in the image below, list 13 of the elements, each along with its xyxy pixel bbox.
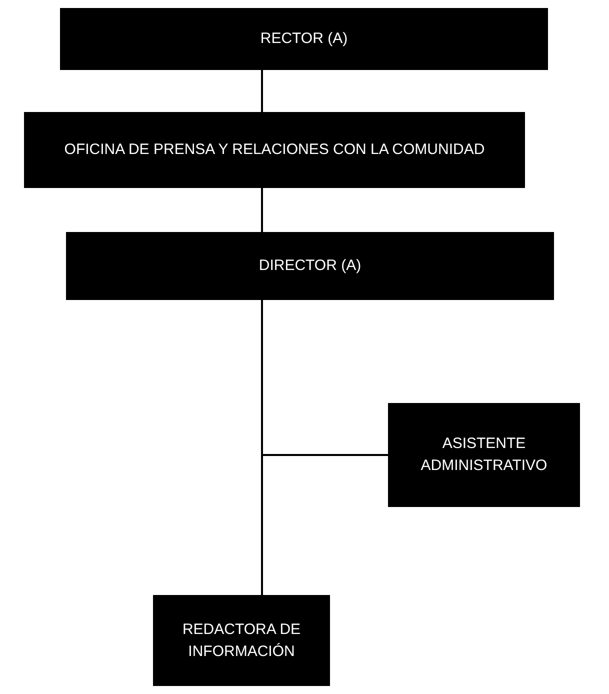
role-title: DIRECTOR (A) [258, 256, 362, 276]
role-title: OFICINA DE PRENSA Y RELACIONES CON LA COMUNIDAD [64, 140, 485, 160]
connector-line [261, 70, 263, 112]
org-box [153, 595, 330, 686]
role-title: ASISTENTE ADMINISTRATIVO [420, 434, 548, 476]
connector-line [261, 300, 263, 595]
role-title: REDACTORA DE INFORMACIÓN [181, 620, 302, 662]
org-box [66, 232, 554, 300]
role-title: RECTOR (A) [260, 29, 348, 50]
org-box [388, 403, 580, 507]
org-box [24, 112, 525, 188]
connector-line [261, 188, 263, 232]
org-box [60, 8, 548, 70]
